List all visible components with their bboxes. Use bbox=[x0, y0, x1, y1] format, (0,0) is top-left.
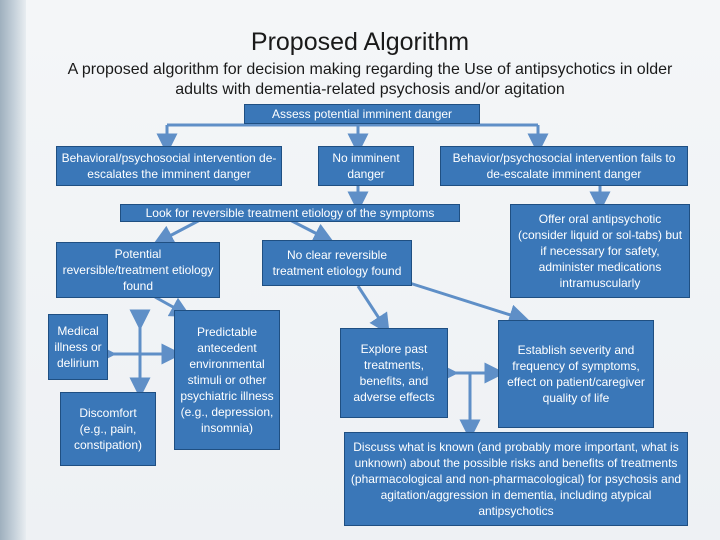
explore-treatments-text: Explore past treatments, benefits, and a… bbox=[353, 342, 435, 404]
intervention-fails-box: Behavior/psychosocial intervention fails… bbox=[440, 146, 688, 186]
predictable-stimuli-text: Predictable antecedent environmental sti… bbox=[180, 325, 274, 435]
discomfort-text: Discomfort (e.g., pain, constipation) bbox=[73, 406, 143, 452]
establish-severity-text: Establish severity and frequency of symp… bbox=[507, 343, 645, 405]
page-subtitle: A proposed algorithm for decision making… bbox=[67, 61, 673, 98]
arrow-no-clear-to-establish bbox=[399, 278, 531, 325]
left-decorative-bar bbox=[0, 0, 26, 540]
no-clear-etiology-box: No clear reversible treatment etiology f… bbox=[262, 240, 412, 286]
look-for-etiology-text: Look for reversible treatment etiology o… bbox=[145, 206, 435, 220]
medical-illness-box: Medical illness or delirium bbox=[48, 314, 108, 380]
no-imminent-danger-box: No imminent danger bbox=[318, 146, 414, 186]
page-title: Proposed Algorithm bbox=[250, 28, 470, 56]
discomfort-box: Discomfort (e.g., pain, constipation) bbox=[60, 392, 156, 466]
no-imminent-danger-text: No imminent danger bbox=[332, 151, 400, 181]
assess-danger-box: Assess potential imminent danger bbox=[244, 104, 480, 124]
arrow-no-clear-to-explore bbox=[356, 285, 390, 335]
establish-severity-box: Establish severity and frequency of symp… bbox=[498, 320, 654, 428]
discuss-risks-box: Discuss what is known (and probably more… bbox=[344, 432, 688, 526]
no-clear-etiology-text: No clear reversible treatment etiology f… bbox=[272, 248, 402, 278]
deescalates-box: Behavioral/psychosocial intervention de-… bbox=[56, 146, 282, 186]
offer-oral-antipsychotic-text: Offer oral antipsychotic (consider liqui… bbox=[517, 212, 683, 290]
look-for-etiology-box: Look for reversible treatment etiology o… bbox=[120, 204, 460, 222]
discuss-risks-text: Discuss what is known (and probably more… bbox=[350, 440, 682, 518]
predictable-stimuli-box: Predictable antecedent environmental sti… bbox=[174, 310, 280, 450]
arrow-look-to-no-clear bbox=[289, 218, 335, 243]
assess-danger-text: Assess potential imminent danger bbox=[271, 107, 453, 121]
deescalates-text: Behavioral/psychosocial intervention de-… bbox=[61, 151, 277, 181]
medical-illness-text: Medical illness or delirium bbox=[54, 324, 102, 370]
intervention-fails-text: Behavior/psychosocial intervention fails… bbox=[452, 151, 676, 181]
potential-etiology-box: Potential reversible/treatment etiology … bbox=[56, 242, 220, 298]
explore-treatments-box: Explore past treatments, benefits, and a… bbox=[340, 328, 448, 418]
potential-etiology-text: Potential reversible/treatment etiology … bbox=[62, 247, 214, 293]
offer-oral-antipsychotic-box: Offer oral antipsychotic (consider liqui… bbox=[510, 204, 690, 298]
arrow-potential-to-predictable bbox=[154, 295, 192, 318]
arrow-look-to-potential bbox=[152, 218, 201, 245]
